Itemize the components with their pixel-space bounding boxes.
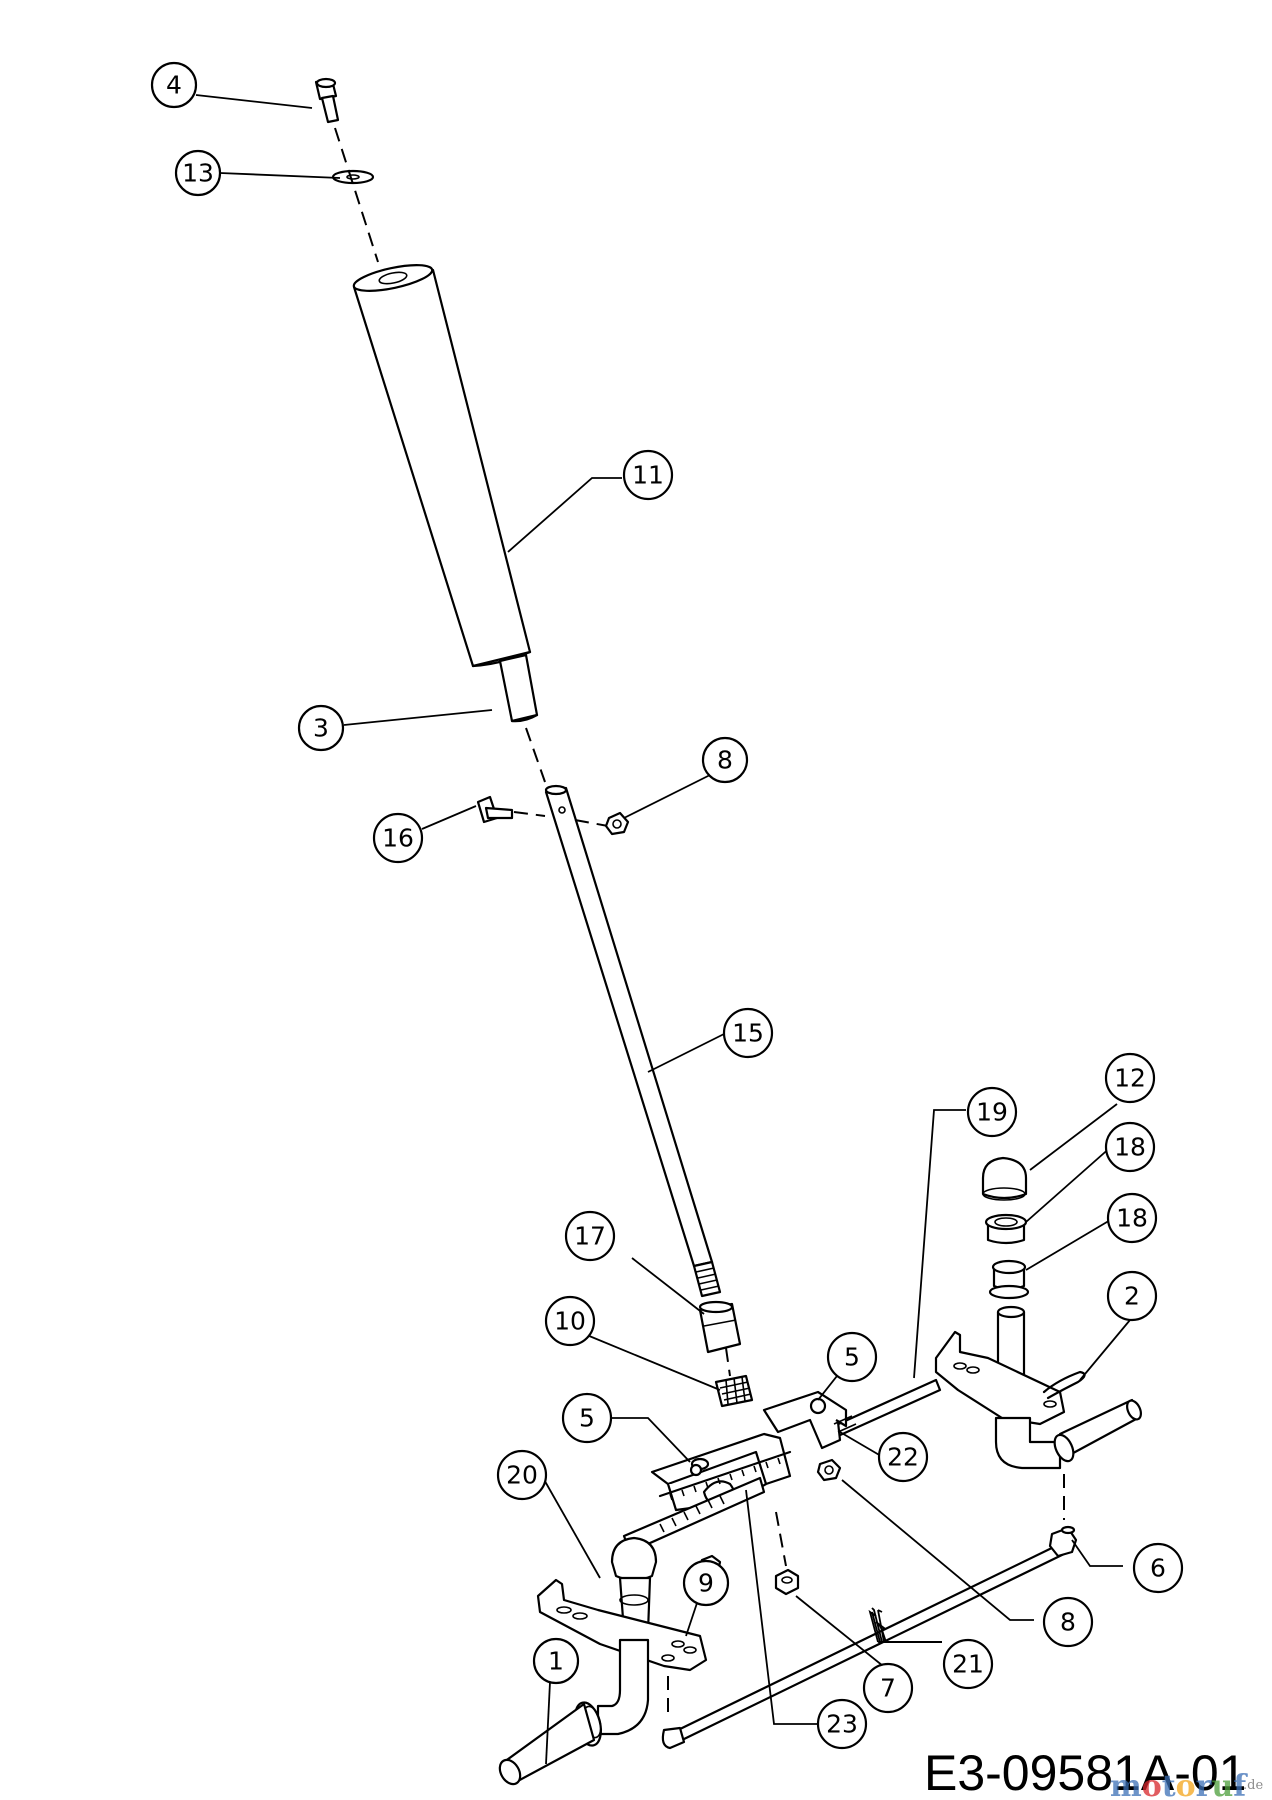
part-handle-grip-11 (352, 264, 532, 668)
svg-text:.de: .de (1243, 1778, 1263, 1793)
callout-9[interactable]: 9 (682, 1559, 730, 1607)
callout-18-upper[interactable]: 18 (1104, 1121, 1156, 1173)
svg-text:2: 2 (1124, 1282, 1140, 1311)
part-screw-16 (476, 795, 514, 824)
part-cap-12 (981, 1156, 1028, 1201)
part-left-spindle-1 (498, 1638, 650, 1786)
svg-text:20: 20 (506, 1461, 538, 1490)
svg-text:13: 13 (182, 159, 214, 188)
svg-text:23: 23 (826, 1710, 858, 1739)
svg-text:8: 8 (717, 746, 733, 775)
svg-text:17: 17 (574, 1222, 606, 1251)
part-bracket-plate-upper (762, 1390, 857, 1450)
callout-22[interactable]: 22 (877, 1431, 929, 1483)
callout-3[interactable]: 3 (297, 704, 345, 752)
callout-5-left[interactable]: 5 (561, 1392, 613, 1444)
svg-text:10: 10 (554, 1307, 586, 1336)
callout-20[interactable]: 20 (496, 1449, 548, 1501)
callout-17[interactable]: 17 (564, 1210, 616, 1262)
svg-text:16: 16 (382, 824, 414, 853)
svg-text:21: 21 (952, 1650, 984, 1679)
callout-10[interactable]: 10 (544, 1295, 596, 1347)
svg-text:4: 4 (166, 71, 182, 100)
callout-6[interactable]: 6 (1132, 1542, 1184, 1594)
callout-8-top[interactable]: 8 (701, 736, 749, 784)
part-left-spindle-arm (536, 1578, 708, 1672)
part-bushing-18-lower (988, 1259, 1030, 1300)
part-sector-frame (622, 1432, 792, 1576)
leader-lines (195, 94, 1131, 1765)
svg-text:motoruf: motoruf (1110, 1769, 1248, 1800)
part-pinion-gear-10 (714, 1374, 754, 1408)
part-steering-column-15 (544, 784, 722, 1298)
svg-text:19: 19 (976, 1098, 1008, 1127)
part-nut-7 (774, 1568, 800, 1596)
svg-text:15: 15 (732, 1019, 764, 1048)
svg-text:5: 5 (844, 1343, 860, 1372)
svg-text:11: 11 (632, 461, 664, 490)
callout-19[interactable]: 19 (966, 1086, 1018, 1138)
callout-2[interactable]: 2 (1106, 1270, 1158, 1322)
svg-text:7: 7 (880, 1674, 896, 1703)
svg-text:18: 18 (1114, 1133, 1146, 1162)
part-tie-rod-21 (661, 1525, 1078, 1750)
part-nut-8-top (604, 811, 630, 836)
part-bolt-4 (314, 77, 340, 124)
callout-1[interactable]: 1 (532, 1637, 580, 1685)
callout-8-bottom[interactable]: 8 (1042, 1596, 1094, 1648)
part-shaft-3 (498, 653, 539, 723)
callout-13[interactable]: 13 (174, 149, 222, 197)
callout-4[interactable]: 4 (150, 61, 198, 109)
callout-16[interactable]: 16 (372, 812, 424, 864)
svg-text:22: 22 (887, 1443, 919, 1472)
callout-12[interactable]: 12 (1104, 1052, 1156, 1104)
callout-7[interactable]: 7 (862, 1662, 914, 1714)
callout-11[interactable]: 11 (622, 449, 674, 501)
part-drag-link-19 (832, 1378, 942, 1438)
part-bushing-18-upper (984, 1213, 1028, 1245)
svg-text:1: 1 (548, 1647, 564, 1676)
svg-text:3: 3 (313, 714, 329, 743)
part-collar-17 (698, 1300, 742, 1354)
svg-text:9: 9 (698, 1569, 714, 1598)
svg-text:8: 8 (1060, 1608, 1076, 1637)
callouts: 4 13 11 3 8 16 15 12 19 18 18 17 2 10 5 … (150, 61, 1184, 1750)
callout-21[interactable]: 21 (942, 1638, 994, 1690)
part-nut-8-right (816, 1458, 842, 1482)
callout-5-right[interactable]: 5 (826, 1331, 878, 1383)
svg-text:6: 6 (1150, 1554, 1166, 1583)
svg-text:18: 18 (1116, 1204, 1148, 1233)
part-right-spindle-arm (934, 1330, 1142, 1470)
part-drawing (314, 77, 1142, 1786)
callout-18-lower[interactable]: 18 (1106, 1192, 1158, 1244)
svg-text:12: 12 (1114, 1064, 1146, 1093)
watermark-logo: motoruf .de (1110, 1769, 1263, 1800)
callout-23[interactable]: 23 (816, 1698, 868, 1750)
drawing-number: E3-09581A-01 (924, 1745, 1246, 1800)
callout-15[interactable]: 15 (722, 1007, 774, 1059)
svg-text:5: 5 (579, 1404, 595, 1433)
